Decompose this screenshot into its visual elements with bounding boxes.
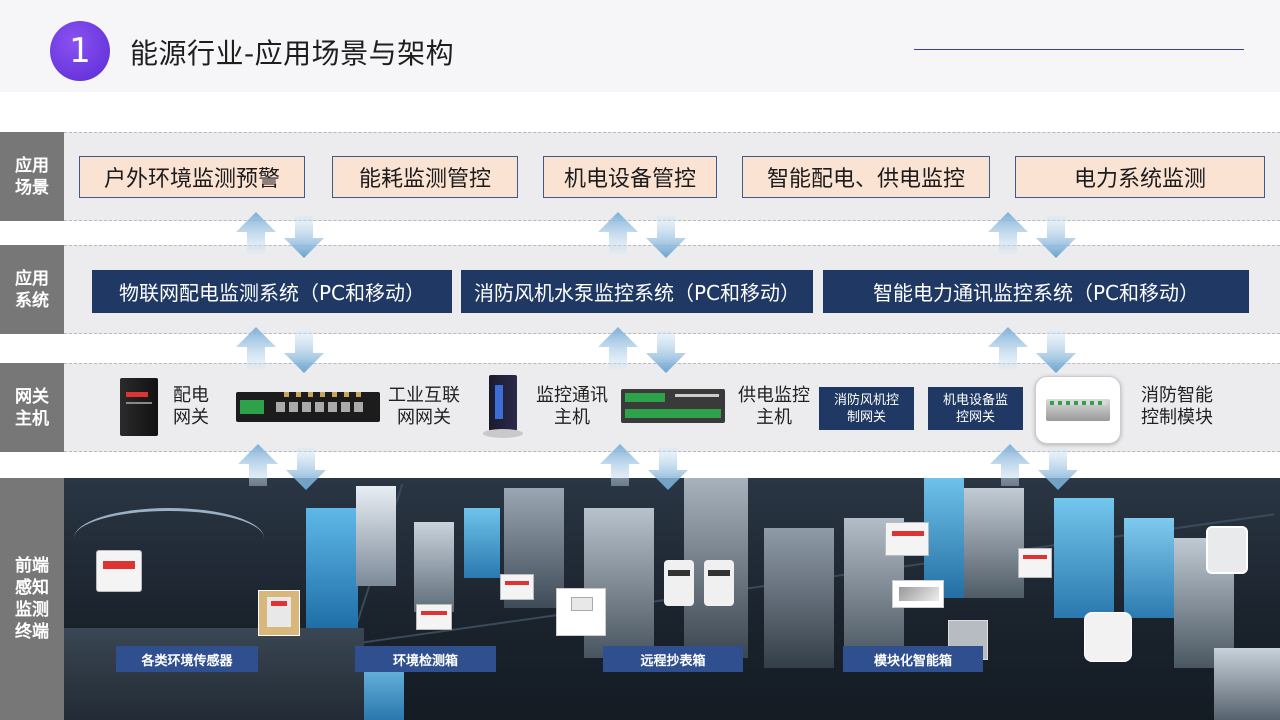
arrow-down-icon bbox=[1036, 216, 1076, 258]
arrow-up-icon bbox=[600, 444, 640, 486]
system-power-comm: 智能电力通讯监控系统（PC和移动） bbox=[823, 270, 1249, 313]
arrow-up-icon bbox=[988, 212, 1028, 254]
sensor-device-right-2 bbox=[1084, 612, 1132, 662]
env-sensor-device-2 bbox=[258, 590, 300, 636]
terminal-label-meter-box: 远程抄表箱 bbox=[603, 646, 743, 672]
scenario-power-distribution: 智能配电、供电监控 bbox=[742, 156, 990, 198]
terminal-label-env-box: 环境检测箱 bbox=[355, 646, 496, 672]
env-detect-box-device-3 bbox=[556, 588, 606, 636]
header-divider bbox=[914, 49, 1244, 50]
scenario-mech-equipment: 机电设备管控 bbox=[543, 156, 717, 198]
arrow-up-icon bbox=[598, 212, 638, 254]
power-host-device bbox=[621, 389, 725, 423]
row-label-terminal: 前端 感知 监测 终端 bbox=[0, 478, 64, 720]
gateway-label-distribution: 配电 网关 bbox=[173, 385, 209, 428]
mech-gateway-box: 机电设备监 控网关 bbox=[928, 387, 1023, 430]
arrow-down-icon bbox=[1036, 331, 1076, 373]
system-iot-distribution: 物联网配电监测系统（PC和移动） bbox=[92, 270, 452, 313]
meter-box-device bbox=[664, 560, 694, 606]
arrow-down-icon bbox=[284, 216, 324, 258]
arrow-up-icon bbox=[236, 327, 276, 369]
arrow-down-icon bbox=[284, 331, 324, 373]
arrow-up-icon bbox=[988, 327, 1028, 369]
scenario-energy: 能耗监测管控 bbox=[332, 156, 518, 198]
row-label-system: 应用 系统 bbox=[0, 245, 64, 334]
page-title: 能源行业-应用场景与架构 bbox=[130, 37, 455, 70]
fire-fan-gateway-box: 消防风机控 制网关 bbox=[819, 387, 914, 430]
gateway-label-fire-module: 消防智能 控制模块 bbox=[1141, 385, 1213, 428]
fire-control-module-device bbox=[1035, 376, 1121, 444]
gateway-label-industrial: 工业互联 网网关 bbox=[388, 385, 460, 428]
env-detect-box-device-2 bbox=[500, 574, 534, 600]
smart-box-device bbox=[885, 522, 929, 556]
scenario-power-system: 电力系统监测 bbox=[1015, 156, 1265, 198]
section-number-badge: 1 bbox=[50, 21, 110, 81]
smart-box-device-2 bbox=[892, 580, 944, 608]
arrow-down-icon bbox=[646, 216, 686, 258]
monitor-host-device bbox=[481, 375, 525, 439]
arrow-down-icon bbox=[646, 331, 686, 373]
arrow-down-icon bbox=[1038, 448, 1078, 490]
env-sensor-device bbox=[96, 550, 142, 592]
header: 1 能源行业-应用场景与架构 bbox=[0, 0, 1280, 92]
system-fire-pump: 消防风机水泵监控系统（PC和移动） bbox=[461, 270, 813, 313]
arrow-down-icon bbox=[648, 448, 688, 490]
row-label-scenario: 应用 场景 bbox=[0, 132, 64, 221]
cabinet-device bbox=[1206, 526, 1248, 574]
gateway-label-power-host: 供电监控 主机 bbox=[738, 385, 810, 428]
arrow-up-icon bbox=[990, 444, 1030, 486]
industrial-gateway-device bbox=[236, 392, 380, 422]
sensor-device-right bbox=[1018, 548, 1052, 578]
arrow-up-icon bbox=[598, 327, 638, 369]
meter-box-device-2 bbox=[704, 560, 734, 606]
arrow-up-icon bbox=[236, 212, 276, 254]
arrow-up-icon bbox=[238, 444, 278, 486]
arrow-down-icon bbox=[286, 448, 326, 490]
env-detect-box-device bbox=[416, 604, 452, 630]
gateway-label-monitor-host: 监控通讯 主机 bbox=[536, 385, 608, 428]
distribution-gateway-device bbox=[120, 378, 158, 436]
scenario-outdoor-env: 户外环境监测预警 bbox=[79, 156, 305, 198]
row-label-gateway: 网关 主机 bbox=[0, 363, 64, 452]
terminal-label-smart-box: 模块化智能箱 bbox=[843, 646, 983, 672]
terminal-label-env-sensors: 各类环境传感器 bbox=[116, 646, 258, 672]
